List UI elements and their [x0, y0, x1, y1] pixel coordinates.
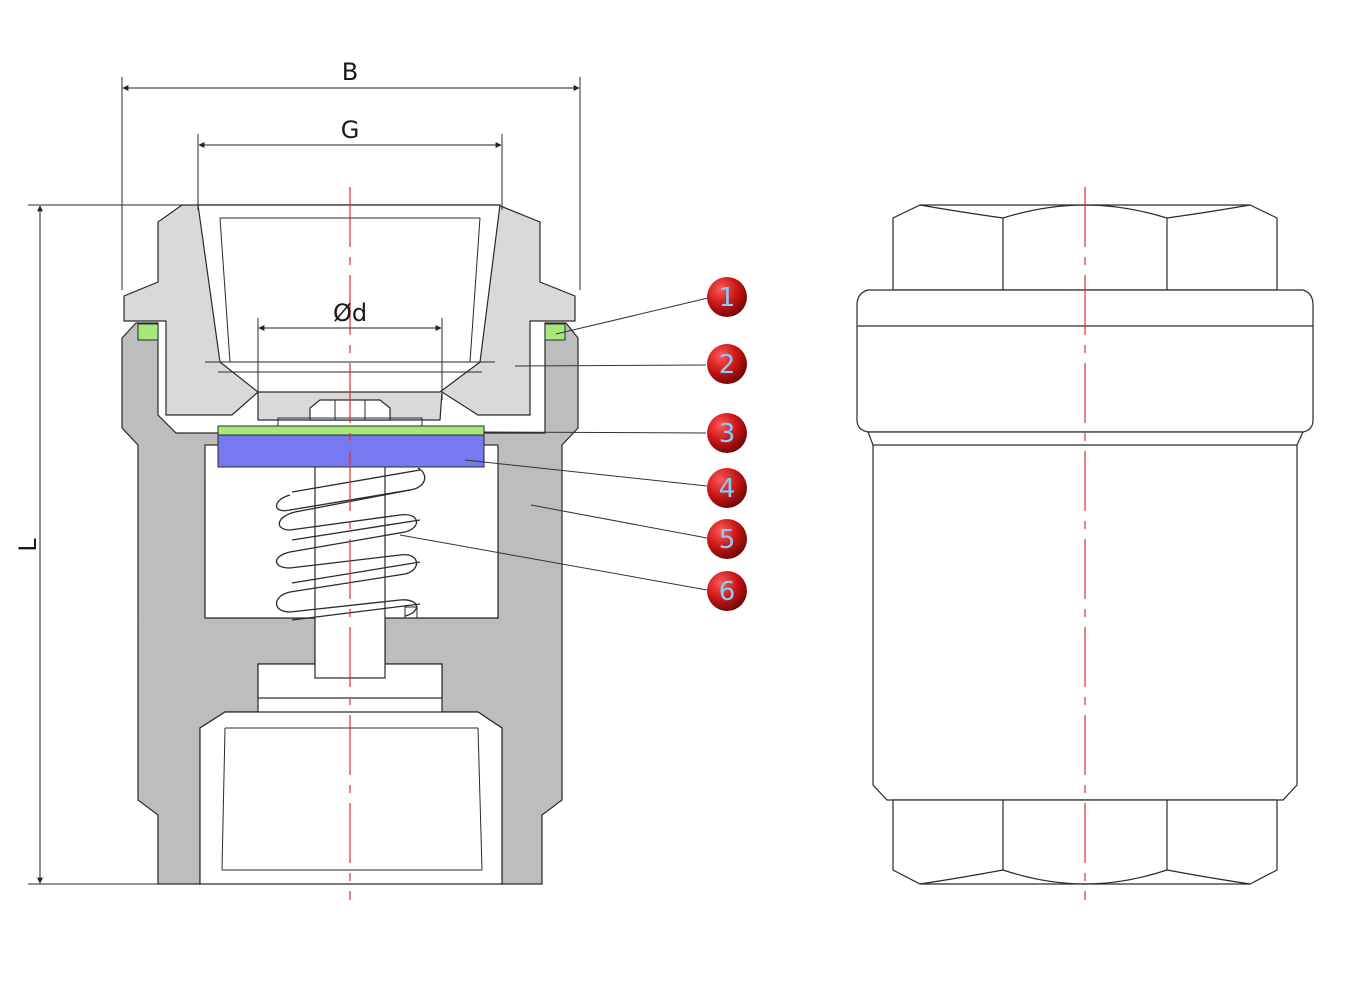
- svg-text:2: 2: [719, 350, 736, 380]
- callout-6: 6: [707, 571, 747, 611]
- exterior-view: [856, 187, 1314, 900]
- callout-4: 4: [707, 468, 747, 508]
- seal-ring: [217, 425, 485, 436]
- svg-text:5: 5: [719, 525, 736, 555]
- dimension-d-label: Ød: [333, 299, 367, 327]
- dimension-l-label: L: [14, 538, 42, 552]
- callout-5: 5: [707, 519, 747, 559]
- section-view: B G Ød L: [14, 58, 581, 900]
- svg-text:6: 6: [719, 577, 736, 607]
- svg-text:3: 3: [719, 419, 736, 449]
- svg-text:1: 1: [719, 283, 736, 313]
- callout-3: 3: [707, 413, 747, 453]
- dimension-g-label: G: [341, 116, 360, 144]
- callout-1: 1: [707, 277, 747, 317]
- callouts: 1 2 3 4 5 6: [399, 277, 747, 611]
- svg-text:4: 4: [719, 474, 736, 504]
- gasket-right: [544, 323, 566, 341]
- valve-disc: [217, 434, 485, 468]
- dimension-b-label: B: [342, 58, 358, 86]
- body-bottom-bore: [199, 711, 503, 885]
- callout-2: 2: [707, 344, 747, 384]
- gasket-left: [137, 323, 159, 341]
